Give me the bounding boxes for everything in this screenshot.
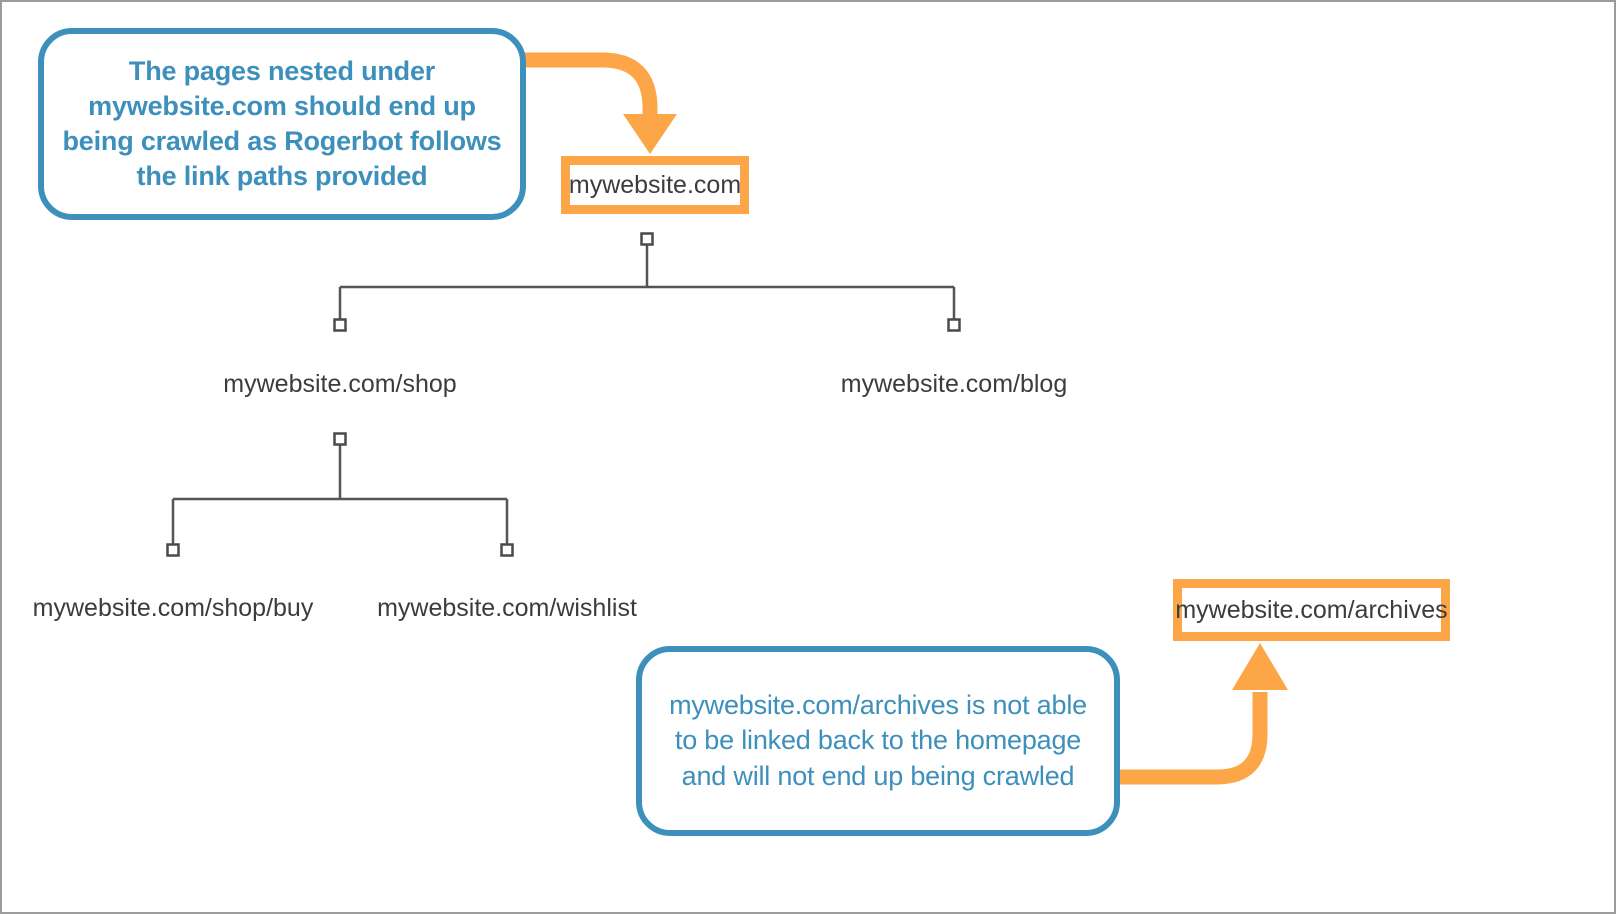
node-handle-wishlist xyxy=(500,543,514,557)
node-box-archives-label: mywebsite.com/archives xyxy=(1175,595,1448,624)
node-handle-shop xyxy=(333,318,347,332)
callout-not-crawled-text: mywebsite.com/archives is not able to be… xyxy=(669,690,1087,791)
connector-tree-level-1 xyxy=(338,242,956,322)
arrow-callout-to-archives xyxy=(1120,643,1288,785)
node-box-archives[interactable]: mywebsite.com/archives xyxy=(1173,579,1450,641)
callout-not-crawled: mywebsite.com/archives is not able to be… xyxy=(636,646,1120,836)
arrow-callout-to-home xyxy=(521,52,677,154)
node-handle-shop-buy xyxy=(166,543,180,557)
node-box-home-label: mywebsite.com xyxy=(568,170,742,199)
node-label-shop: mywebsite.com/shop xyxy=(223,370,457,398)
node-label-shop-buy: mywebsite.com/shop/buy xyxy=(32,594,314,622)
node-label-wishlist: mywebsite.com/wishlist xyxy=(377,594,637,622)
callout-crawled: The pages nested under mywebsite.com sho… xyxy=(38,28,526,220)
node-handle-home xyxy=(640,232,654,246)
connector-tree-level-2 xyxy=(171,442,509,547)
node-handle-blog xyxy=(947,318,961,332)
node-handle-shop-parent xyxy=(333,432,347,446)
node-box-home[interactable]: mywebsite.com xyxy=(561,156,749,214)
callout-crawled-text: The pages nested under mywebsite.com sho… xyxy=(62,55,502,192)
node-label-blog: mywebsite.com/blog xyxy=(840,370,1068,398)
